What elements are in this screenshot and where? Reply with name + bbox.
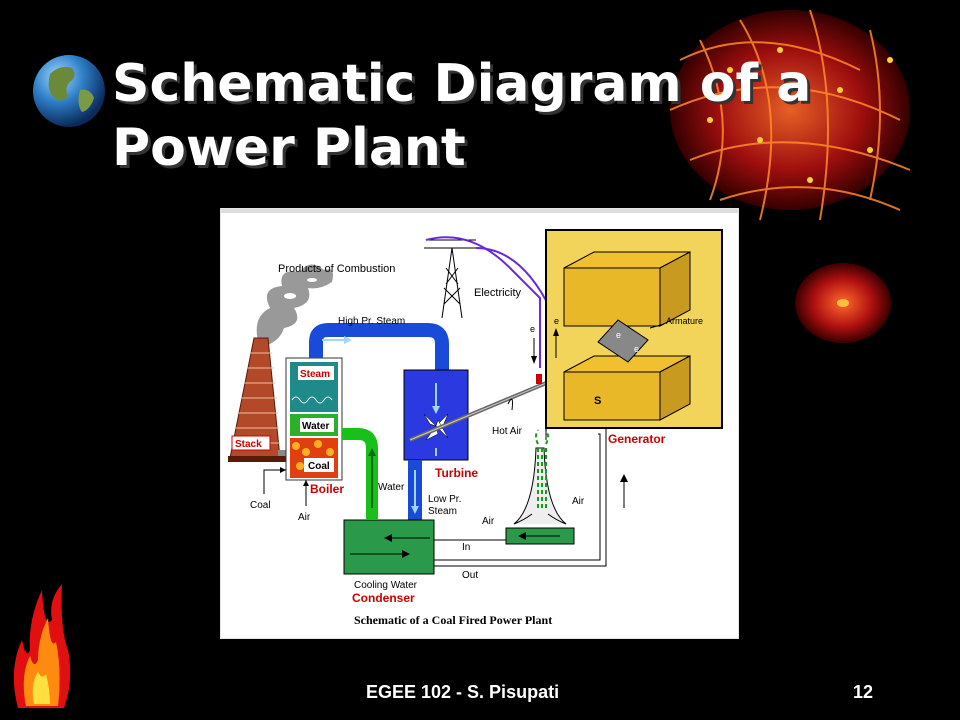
- out-label: Out: [462, 570, 478, 581]
- diagram-caption: Schematic of a Coal Fired Power Plant: [354, 613, 552, 627]
- electricity-label: Electricity: [474, 287, 522, 299]
- water-return-pipe: [342, 428, 378, 520]
- high-pressure-steam-pipe: [309, 323, 449, 370]
- title-line-2: Power Plant: [112, 118, 466, 178]
- power-plant-diagram: Stack Steam Water Coal Boiler Coal Air H…: [220, 208, 739, 639]
- electron-label-1: e: [616, 330, 621, 340]
- products-of-combustion-label: Products of Combustion: [278, 263, 395, 275]
- flame-icon: [13, 584, 71, 708]
- cooling-water-label: Cooling Water: [354, 580, 418, 591]
- armature: [597, 319, 649, 363]
- water-label-box: [300, 418, 334, 432]
- electron-label-2: e: [634, 344, 639, 354]
- air-input-label: Air: [298, 512, 311, 523]
- condenser: [343, 519, 435, 575]
- condenser-label: Condenser: [352, 591, 415, 605]
- coal-box-label: Coal: [308, 461, 330, 472]
- coal-input-label: Coal: [250, 500, 271, 511]
- air-right-label: Air: [572, 496, 585, 507]
- low-pressure-steam-label: Steam: [428, 506, 457, 517]
- high-pressure-steam-label: High Pr. Steam: [338, 316, 405, 327]
- page-number: 12: [853, 682, 874, 702]
- water-return-label: Water: [378, 482, 405, 493]
- hot-air-label: Hot Air: [492, 426, 523, 437]
- boiler-label: Boiler: [310, 482, 344, 496]
- low-pressure-label: Low Pr.: [428, 494, 461, 505]
- smoke-shape: [256, 264, 333, 348]
- cooling-tower: [513, 447, 567, 525]
- turbine-label: Turbine: [435, 466, 478, 480]
- decorative-sparks-icon: [669, 9, 911, 343]
- footer-text: EGEE 102 - S. Pisupati: [366, 682, 560, 702]
- electron-label-4: e: [554, 316, 559, 326]
- stack-label-box: [231, 435, 271, 451]
- electron-label-3: e: [530, 324, 535, 334]
- air-left-label: Air: [482, 516, 495, 527]
- magnet-s-label: S: [594, 395, 601, 407]
- armature-label: Armature: [666, 316, 703, 326]
- globe-icon: [33, 55, 105, 127]
- boiler-water-label: Water: [302, 421, 330, 432]
- steam-label-box: [298, 366, 334, 380]
- generator-label: Generator: [608, 432, 666, 446]
- slide-title: Schematic Diagram of a Power Plant: [112, 52, 912, 180]
- steam-label: Steam: [300, 369, 330, 380]
- coal-box: [304, 458, 334, 472]
- in-label: In: [462, 542, 470, 553]
- stack-label: Stack: [235, 439, 262, 450]
- title-line-1: Schematic Diagram of a: [112, 54, 812, 114]
